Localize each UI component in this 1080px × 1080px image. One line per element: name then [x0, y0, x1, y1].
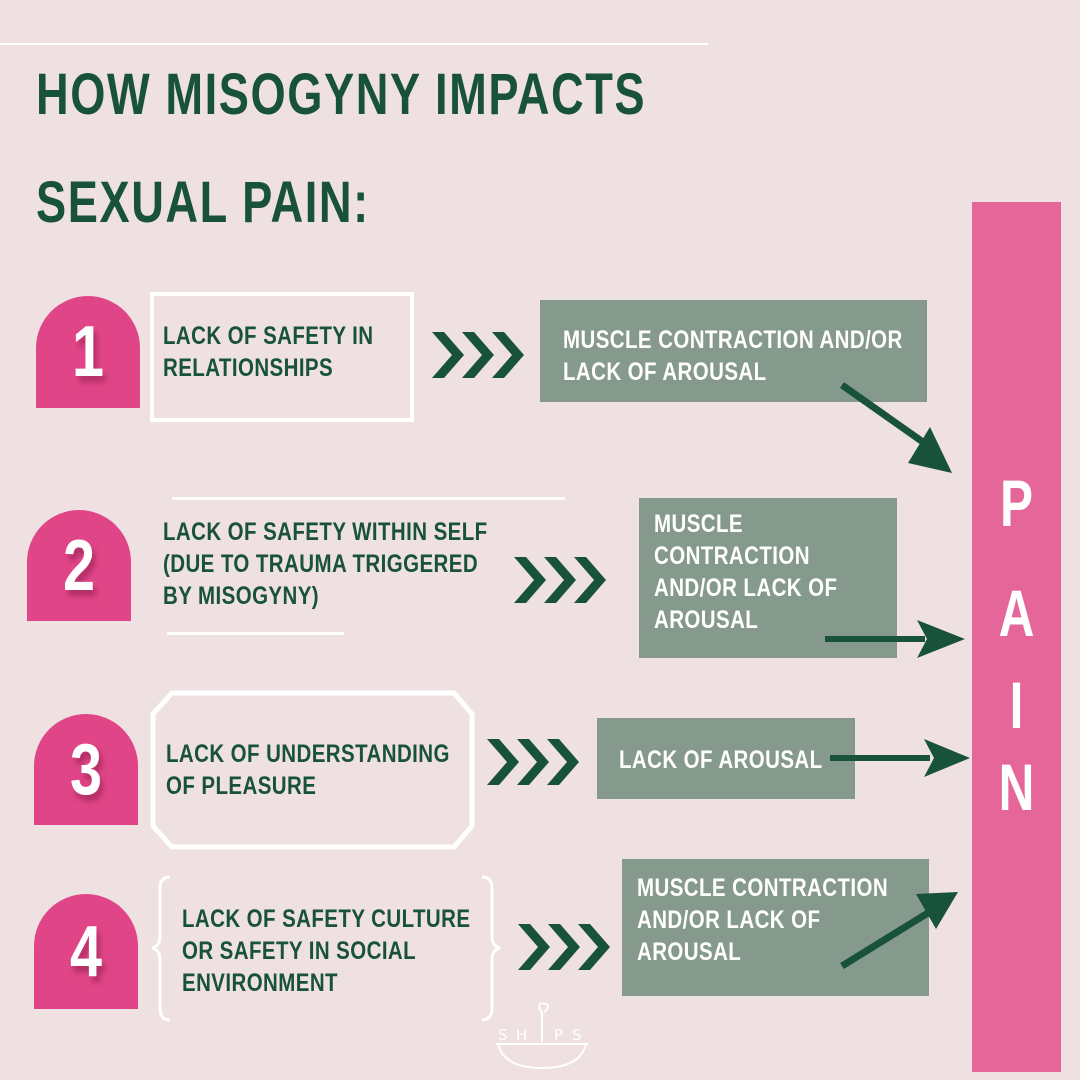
triple-chevron-icon [487, 739, 579, 785]
step-number: 2 [62, 525, 96, 606]
arrow-down-right-icon [839, 382, 952, 473]
cause-text-2: LACK OF SAFETY WITHIN SELF(DUE TO TRAUMA… [163, 518, 488, 610]
effect-text-3: LACK OF AROUSAL [619, 746, 823, 774]
svg-text:P: P [554, 1026, 563, 1044]
pain-letter-n: N [998, 750, 1035, 824]
pain-bar: P A I N [972, 202, 1061, 1072]
svg-text:H: H [516, 1026, 527, 1044]
step-badge-1: 1 [36, 296, 140, 408]
effect-box-2 [639, 498, 897, 658]
title-line-2: SEXUAL PAIN: [36, 170, 370, 235]
step-badge-4: 4 [34, 894, 138, 1009]
cause-frame-3 [150, 690, 475, 850]
step-number: 1 [71, 312, 105, 392]
step-badge-2: 2 [27, 510, 131, 621]
svg-text:S: S [498, 1026, 508, 1044]
arrow-right-icon [830, 739, 970, 777]
pain-letter-a: A [998, 576, 1035, 650]
pain-letter-i: I [1009, 668, 1024, 742]
pain-letter-p: P [999, 466, 1034, 540]
title-line-1: HOW MISOGYNY IMPACTS [36, 62, 647, 127]
effect-box-4 [622, 859, 929, 996]
step-number: 4 [69, 911, 103, 992]
triple-chevron-icon [432, 332, 524, 378]
svg-text:S: S [572, 1026, 582, 1044]
arrow-right-icon [825, 620, 965, 658]
divider-top-2 [172, 497, 565, 500]
triple-chevron-icon [514, 557, 606, 603]
divider-bottom-2 [167, 632, 344, 635]
step-number: 3 [69, 729, 103, 810]
triple-chevron-icon [518, 924, 610, 970]
top-divider [0, 43, 708, 45]
arrow-up-right-icon [840, 892, 958, 969]
effect-box-3 [597, 718, 855, 799]
effect-box-1 [540, 300, 927, 402]
cause-frame-1 [150, 292, 414, 422]
step-badge-3: 3 [34, 714, 138, 825]
ships-logo: S H P S [496, 1002, 588, 1070]
curly-braces [151, 875, 501, 1022]
